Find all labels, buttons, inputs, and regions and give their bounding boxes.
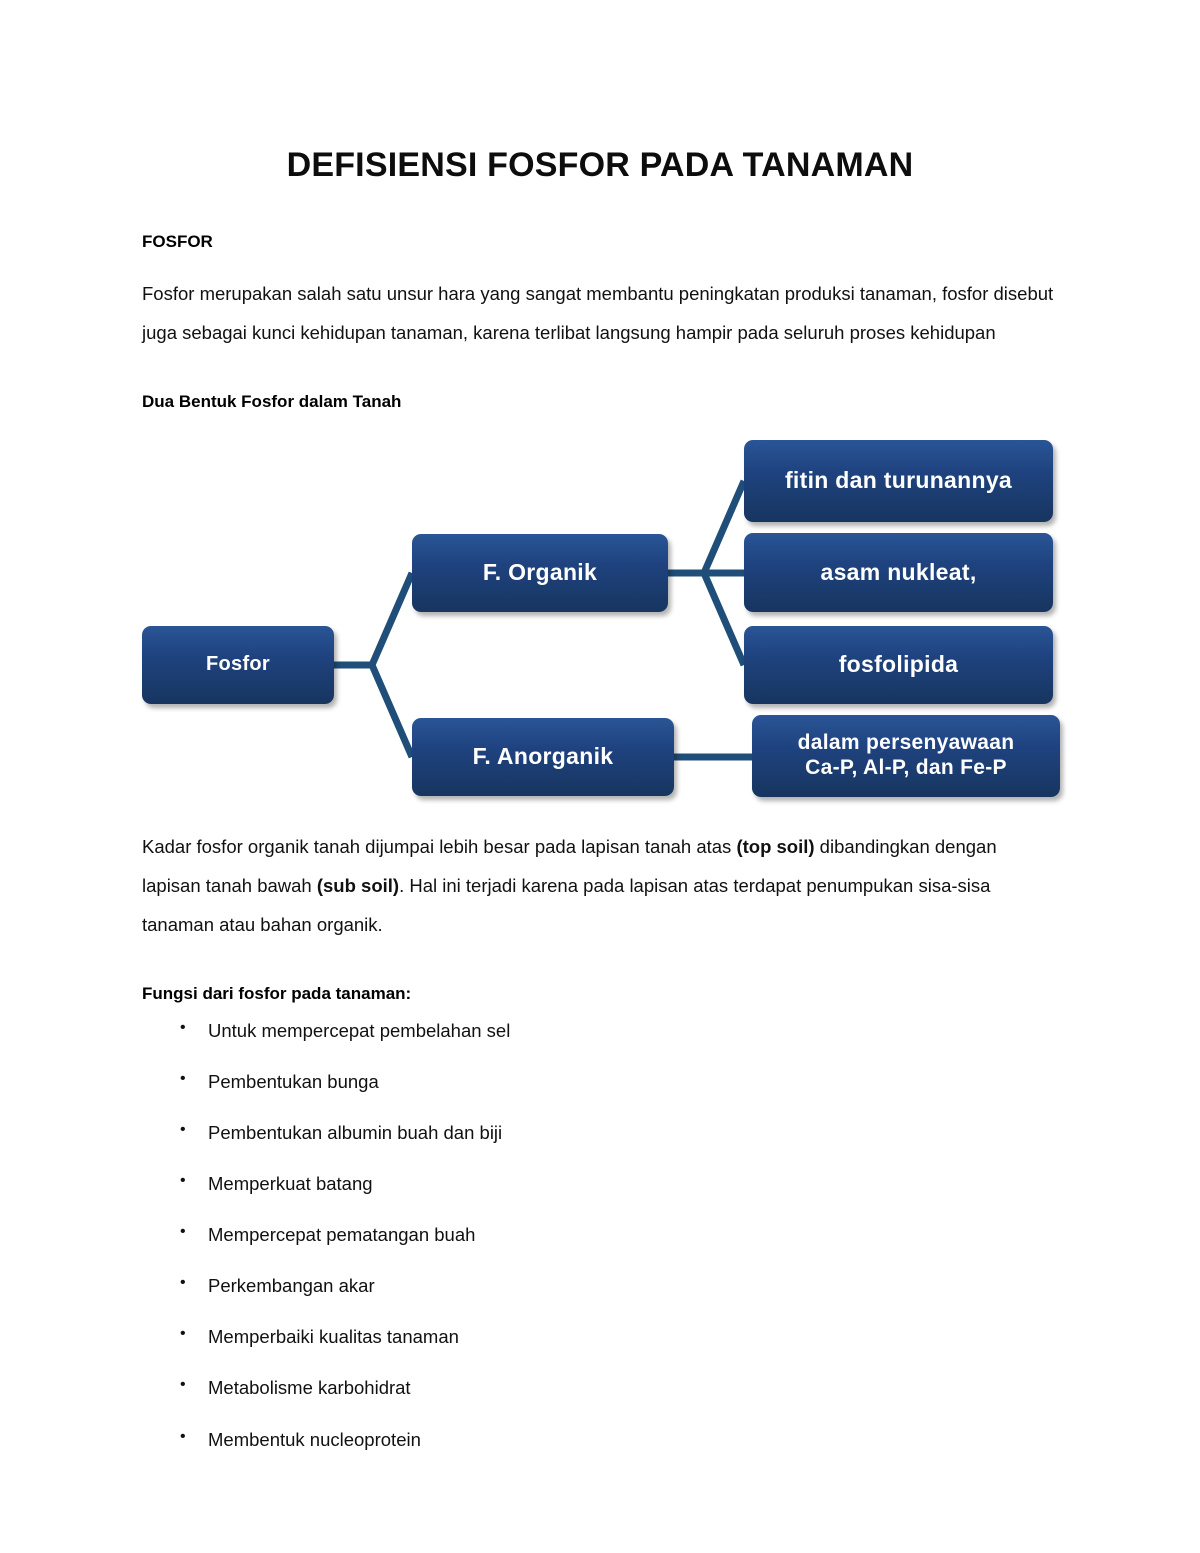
- paragraph-kadar-fosfor: Kadar fosfor organik tanah dijumpai lebi…: [142, 806, 1058, 945]
- section-heading-fosfor: FOSFOR: [142, 232, 213, 252]
- connector-fosfor-organik: [334, 571, 416, 669]
- list-item: Mempercepat pematangan buah: [142, 1222, 1058, 1246]
- diagram-connectors: [334, 479, 752, 761]
- diagram-node-anorganik[interactable]: F. Anorganik: [412, 717, 674, 796]
- diagram-node-organik[interactable]: F. Organik: [412, 533, 668, 612]
- kadar-bold-top-soil: (top soil): [736, 835, 815, 857]
- diagram-node-fitin-label: fitin dan turunannya: [784, 467, 1013, 494]
- list-item: Perkembangan akar: [142, 1273, 1058, 1297]
- diagram-node-fosfor-label: Fosfor: [205, 653, 271, 676]
- connector-organik-fosfolipida: [668, 569, 748, 667]
- intro-paragraph: Fosfor merupakan salah satu unsur hara y…: [142, 283, 1054, 344]
- kadar-bold-sub-soil: (sub soil): [316, 874, 400, 896]
- diagram-node-asam-nukleat[interactable]: asam nukleat,: [744, 532, 1053, 612]
- diagram-node-fitin[interactable]: fitin dan turunannya: [744, 439, 1053, 522]
- diagram-node-organik-label: F. Organik: [482, 559, 598, 586]
- diagram-node-fosfor[interactable]: Fosfor: [142, 625, 334, 704]
- diagram-node-persenyawaan-label: dalam persenyawaan Ca-P, Al-P, dan Fe-P: [798, 731, 1015, 781]
- section-heading-dua-bentuk: Dua Bentuk Fosfor dalam Tanah: [142, 391, 402, 411]
- kadar-part-3: . Hal ini terjadi karena pada lapisan at…: [142, 874, 991, 935]
- list-item: Metabolisme karbohidrat: [142, 1375, 1058, 1399]
- kadar-part-1: Kadar fosfor organik tanah dijumpai lebi…: [142, 835, 737, 857]
- list-item: Memperkuat batang: [142, 1171, 1058, 1195]
- diagram-node-fosfolipida-label: fosfolipida: [838, 651, 959, 678]
- connector-organik-fitin: [668, 479, 748, 577]
- persenyawaan-line-2: Ca-P, Al-P, dan Fe-P: [805, 755, 1007, 779]
- list-item: Untuk mempercepat pembelahan sel: [142, 1018, 1058, 1042]
- list-item: Pembentukan albumin buah dan biji: [142, 1120, 1058, 1144]
- diagram-node-anorganik-label: F. Anorganik: [472, 743, 614, 770]
- phosphorus-forms-diagram: Fosfor F. Organik F. Anorganik fitin dan…: [142, 431, 1060, 806]
- page-title: DEFISIENSI FOSFOR PADA TANAMAN: [286, 146, 914, 184]
- diagram-node-fosfolipida[interactable]: fosfolipida: [744, 625, 1053, 704]
- list-item: Pembentukan bunga: [142, 1069, 1058, 1093]
- list-item: Memperbaiki kualitas tanaman: [142, 1324, 1058, 1348]
- section-heading-fungsi: Fungsi dari fosfor pada tanaman:: [142, 983, 412, 1003]
- diagram-node-persenyawaan[interactable]: dalam persenyawaan Ca-P, Al-P, dan Fe-P: [752, 714, 1060, 797]
- connector-fosfor-anorganik: [334, 661, 416, 759]
- list-item: Membentuk nucleoprotein: [142, 1427, 1058, 1451]
- persenyawaan-line-1: dalam persenyawaan: [797, 731, 1015, 755]
- diagram-node-asam-nukleat-label: asam nukleat,: [820, 558, 977, 585]
- fungsi-list: Untuk mempercepat pembelahan sel Pembent…: [142, 1005, 1058, 1451]
- kadar-part-2: dibandingkan dengan lapisan tanah bawah: [142, 835, 997, 896]
- document-content: DEFISIENSI FOSFOR PADA TANAMAN FOSFOR Fo…: [142, 0, 1060, 1479]
